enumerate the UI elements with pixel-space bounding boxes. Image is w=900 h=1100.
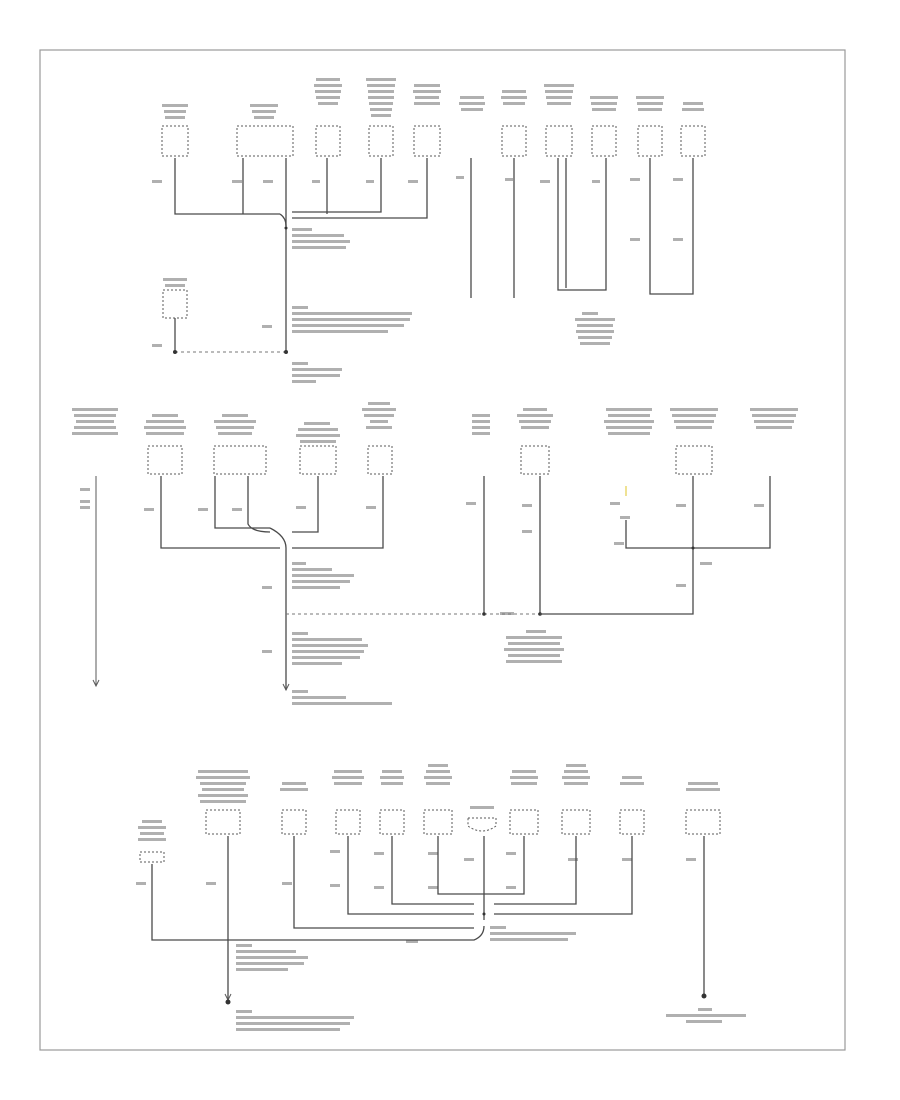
diagram-frame <box>39 49 846 1051</box>
component-box <box>281 809 307 835</box>
component-box <box>368 125 394 157</box>
component-box <box>161 125 189 157</box>
component-box <box>545 125 573 157</box>
component-box <box>162 289 188 319</box>
component-box <box>501 125 527 157</box>
component-box <box>685 809 721 835</box>
component-box <box>509 809 539 835</box>
component-box <box>680 125 706 157</box>
component-box <box>213 445 267 475</box>
component-box <box>413 125 441 157</box>
component-box <box>637 125 663 157</box>
component-box <box>139 851 165 863</box>
component-box <box>299 445 337 475</box>
component-box <box>675 445 713 475</box>
component-box <box>147 445 183 475</box>
component-box <box>520 445 550 475</box>
component-box <box>591 125 617 157</box>
component-box <box>379 809 405 835</box>
section-top <box>152 78 706 383</box>
component-box <box>561 809 591 835</box>
section-middle <box>72 402 798 705</box>
component-box <box>619 809 645 835</box>
component-box <box>236 125 294 157</box>
section-bottom <box>136 764 746 1031</box>
component-box <box>467 817 497 832</box>
component-box <box>367 445 393 475</box>
component-box <box>335 809 361 835</box>
component-box <box>315 125 341 157</box>
component-box <box>205 809 241 835</box>
component-box <box>423 809 453 835</box>
